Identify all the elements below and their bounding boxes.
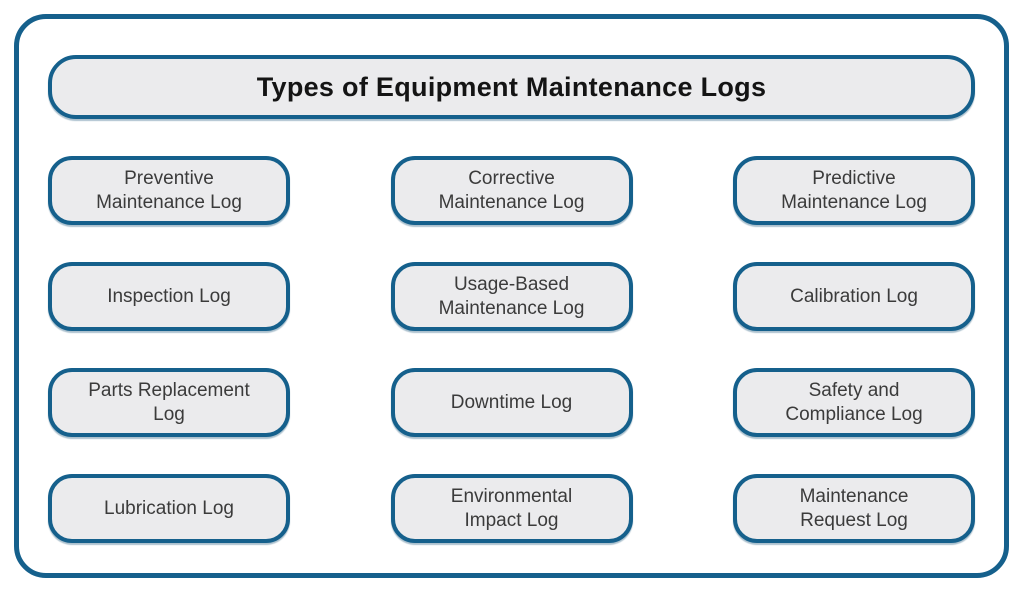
log-label: Downtime Log <box>450 391 573 413</box>
log-label: Lubrication Log <box>104 497 234 519</box>
log-box-usage-based-maintenance: Usage-Based Maintenance Log <box>390 262 633 331</box>
log-label: Corrective Maintenance Log <box>438 167 585 213</box>
log-label: Calibration Log <box>790 285 918 307</box>
log-label: Inspection Log <box>107 285 231 307</box>
log-box-predictive-maintenance: Predictive Maintenance Log <box>733 156 975 225</box>
log-box-calibration: Calibration Log <box>733 262 975 331</box>
log-box-maintenance-request: Maintenance Request Log <box>733 474 975 543</box>
log-box-environmental-impact: Environmental Impact Log <box>390 474 633 543</box>
log-label: Predictive Maintenance Log <box>781 167 927 213</box>
log-box-parts-replacement: Parts Replacement Log <box>48 368 290 437</box>
log-box-lubrication: Lubrication Log <box>48 474 290 543</box>
log-label: Safety and Compliance Log <box>785 379 923 425</box>
log-label: Parts Replacement Log <box>88 379 250 425</box>
outer-frame: Types of Equipment Maintenance Logs Prev… <box>14 14 1009 578</box>
log-grid: Preventive Maintenance Log Corrective Ma… <box>48 156 975 543</box>
diagram-title: Types of Equipment Maintenance Logs <box>256 71 767 102</box>
log-box-safety-compliance: Safety and Compliance Log <box>733 368 975 437</box>
log-box-inspection: Inspection Log <box>48 262 290 331</box>
log-label: Preventive Maintenance Log <box>96 167 242 213</box>
log-label: Environmental Impact Log <box>450 485 573 531</box>
diagram-title-box: Types of Equipment Maintenance Logs <box>48 55 975 119</box>
log-label: Usage-Based Maintenance Log <box>438 273 585 319</box>
log-label: Maintenance Request Log <box>799 485 909 531</box>
log-box-downtime: Downtime Log <box>390 368 633 437</box>
log-box-corrective-maintenance: Corrective Maintenance Log <box>390 156 633 225</box>
log-box-preventive-maintenance: Preventive Maintenance Log <box>48 156 290 225</box>
